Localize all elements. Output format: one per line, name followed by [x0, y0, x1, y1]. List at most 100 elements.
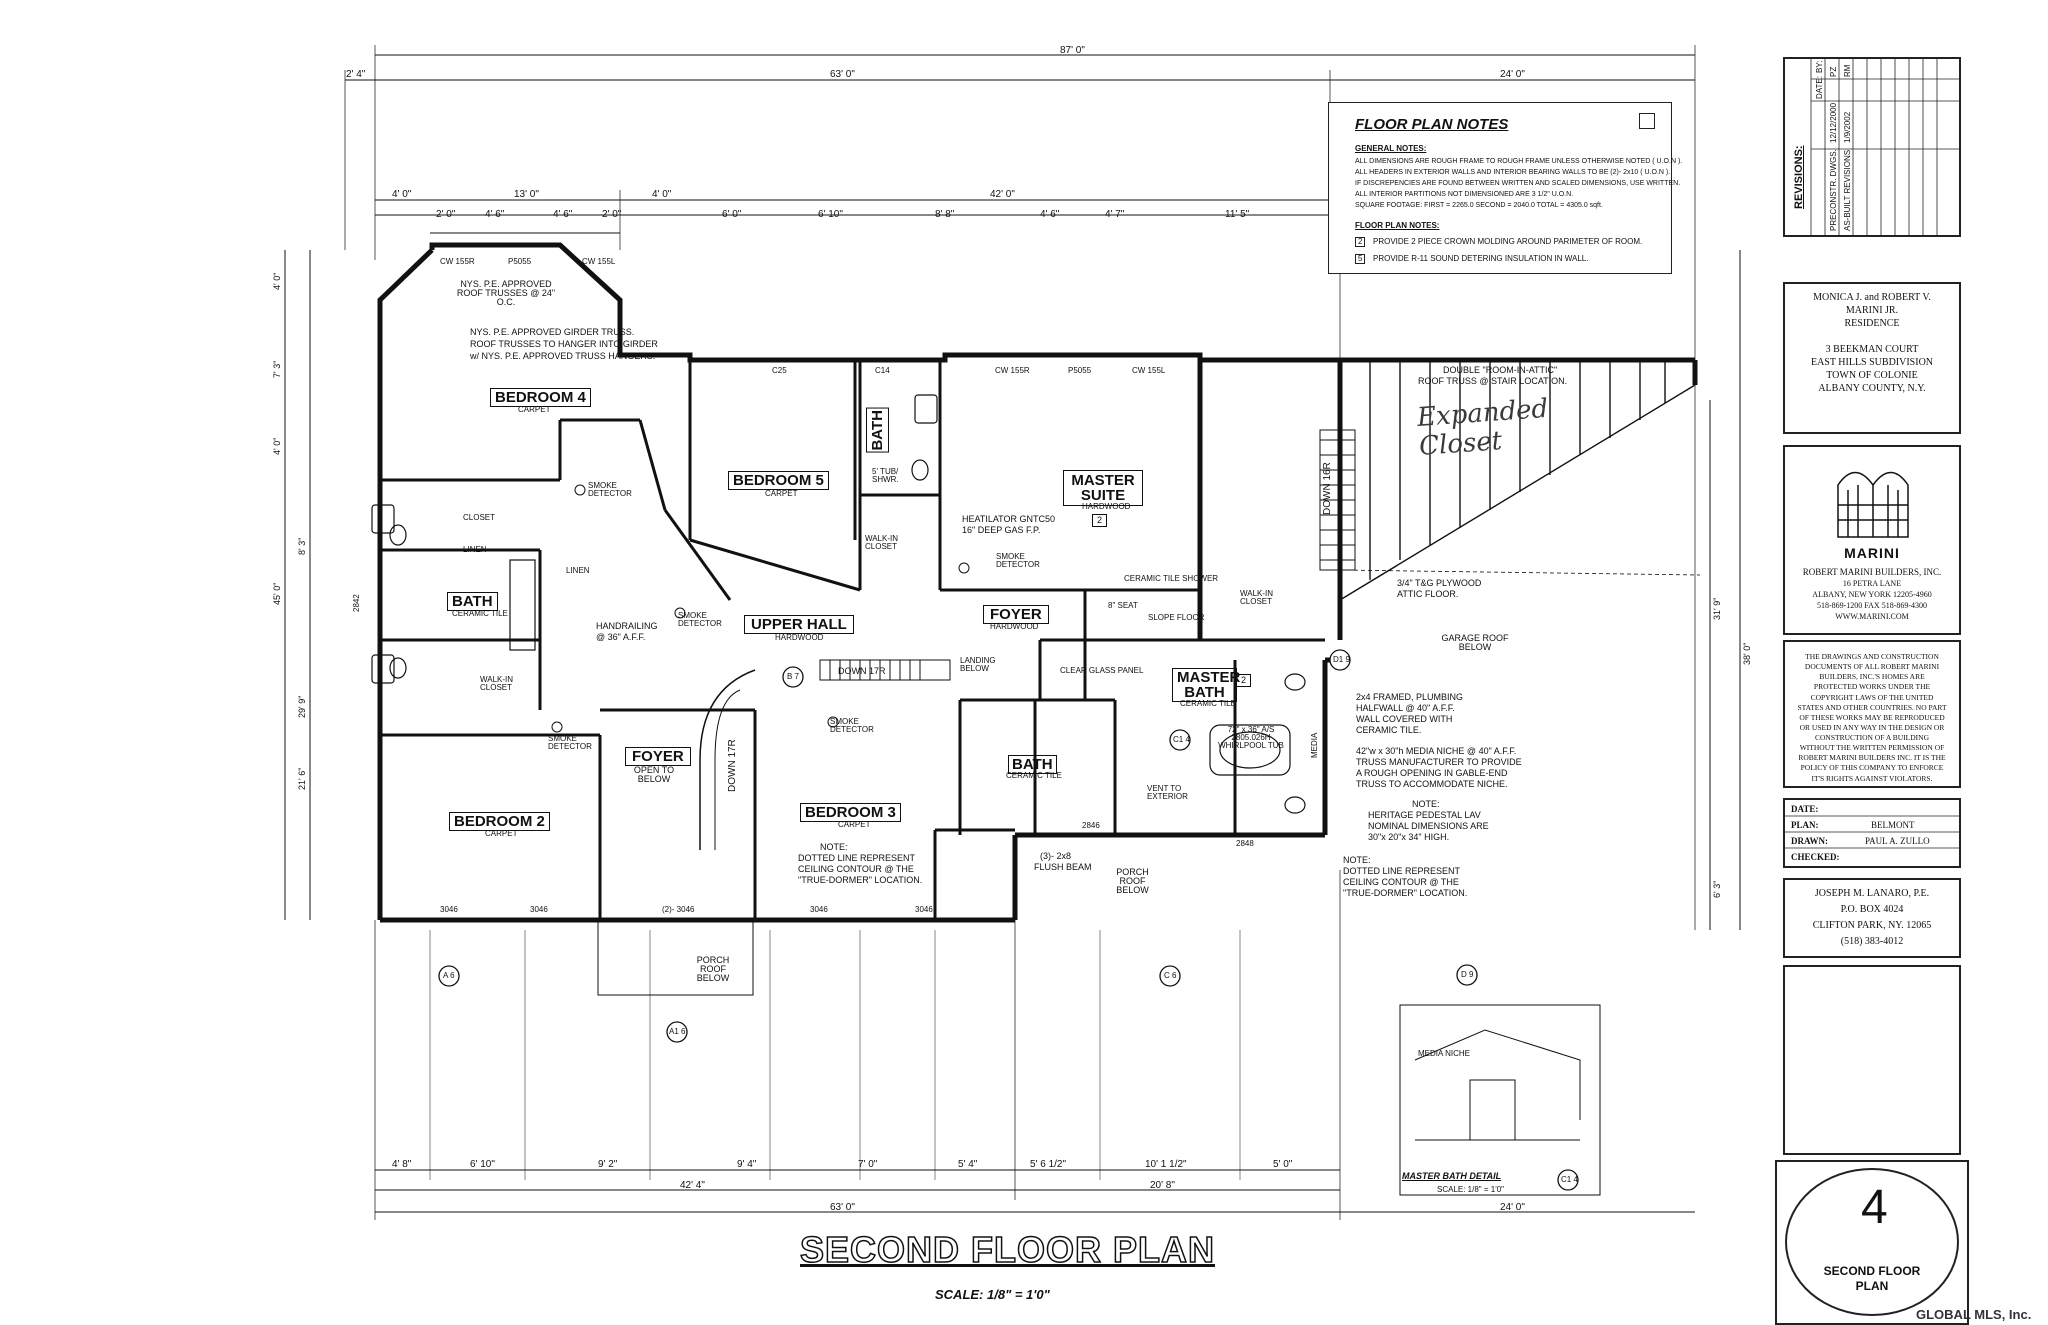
dim-left: 21' 6": [297, 767, 307, 790]
dim-right: 31' 9": [1712, 597, 1722, 620]
general-note-item: ALL HEADERS IN EXTERIOR WALLS AND INTERI…: [1355, 169, 1671, 176]
general-note-item: ALL DIMENSIONS ARE ROUGH FRAME TO ROUGH …: [1355, 158, 1683, 165]
tub-shower-label: 5' TUB/ SHWR.: [872, 467, 899, 484]
window-tag: CW 155L: [1132, 366, 1166, 375]
flush-beam-note: (3)- 2x8: [1040, 851, 1072, 861]
dim-24: 24' 0": [1500, 69, 1525, 80]
dim-bottom: 6' 10": [470, 1159, 495, 1170]
dim-row3: 4' 6": [553, 209, 573, 220]
lav-note: HERITAGE PEDESTAL LAV: [1368, 810, 1481, 820]
plan-info-panel: DATE: PLAN: BELMONT DRAWN: PAUL A. ZULLO…: [1783, 798, 1961, 868]
floor-master-suite: HARDWOOD: [1082, 502, 1131, 511]
smoke-detector-label: SMOKE DETECTOR: [830, 717, 874, 734]
flush-beam-note: FLUSH BEAM: [1034, 862, 1092, 872]
window-tag: P5055: [508, 257, 532, 266]
dim-bottom: 24' 0": [1500, 1202, 1525, 1213]
engineer-panel: JOSEPH M. LANARO, P.E. P.O. BOX 4024 CLI…: [1783, 878, 1961, 958]
floor-bath-left: CERAMIC TILE: [452, 609, 508, 618]
dim-overall-width: 87' 0": [1060, 45, 1085, 56]
section-marker: C1 4: [1173, 735, 1190, 744]
window-tag: 3046: [915, 905, 933, 914]
room-master-suite: MASTER SUITE: [1063, 470, 1143, 506]
dim-row2: 13' 0": [514, 189, 539, 200]
slope-floor-label: SLOPE FLOOR: [1148, 613, 1205, 622]
dim-bottom: 63' 0": [830, 1202, 855, 1213]
walkin-closet-label: WALK-IN CLOSET: [865, 534, 899, 551]
sheet-title-line: PLAN: [1855, 1279, 1889, 1293]
blank-panel: [1783, 965, 1961, 1155]
walkin-closet-label: WALK-IN CLOSET: [480, 675, 514, 692]
section-marker: C 6: [1164, 971, 1177, 980]
room-bedroom4: BEDROOM 4: [490, 388, 591, 407]
residence-line: MONICA J. and ROBERT V.: [1813, 292, 1931, 303]
sheet-number: 4: [1861, 1181, 1888, 1234]
window-tag: 3046: [530, 905, 548, 914]
dim-left: 8' 3": [297, 537, 307, 555]
info-label: CHECKED:: [1791, 852, 1840, 862]
dim-offset: 2' 4": [346, 69, 366, 80]
dim-right: 38' 0": [1742, 642, 1752, 665]
dim-bottom: 4' 8": [392, 1159, 412, 1170]
dim-bottom: 7' 0": [858, 1159, 878, 1170]
section-marker: B 7: [787, 672, 800, 681]
residence-line: MARINI JR.: [1845, 305, 1899, 316]
master-bath-detail-title: MASTER BATH DETAIL: [1402, 1171, 1502, 1181]
heatilator-label: HEATILATOR GNTC50: [962, 514, 1056, 524]
floor-bedroom2: CARPET: [485, 829, 518, 838]
window-tag: 2848: [1236, 839, 1254, 848]
engineer-line: (518) 383-4012: [1840, 936, 1904, 947]
porch-roof-note: PORCH ROOF BELOW: [696, 955, 730, 983]
general-notes-heading: GENERAL NOTES:: [1355, 144, 1427, 153]
copyright-panel: THE DRAWINGS AND CONSTRUCTION DOCUMENTS …: [1783, 640, 1961, 788]
halfwall-note: HALFWALL @ 40" A.F.F.: [1356, 703, 1455, 713]
engineer-line: JOSEPH M. LANARO, P.E.: [1814, 888, 1930, 899]
dim-right: 6' 3": [1712, 880, 1722, 898]
window-tag: C25: [772, 366, 787, 375]
company-line: 16 PETRA LANE: [1842, 579, 1902, 588]
dim-row3: 4' 6": [485, 209, 505, 220]
residence-line: 3 BEEKMAN COURT: [1825, 344, 1919, 355]
dim-bottom: 42' 4": [680, 1180, 705, 1191]
copyright-text: THE DRAWINGS AND CONSTRUCTION DOCUMENTS …: [1797, 652, 1947, 783]
dim-row2: 4' 7": [1105, 209, 1125, 220]
shower-label: CERAMIC TILE SHOWER: [1124, 574, 1219, 583]
whirlpool-label: 72" x 36" A/S 2805.026H WHIRLPOOL TUB: [1218, 725, 1284, 750]
plywood-note: 3/4" T&G PLYWOOD: [1397, 578, 1482, 588]
room-bath-upper: BATH: [866, 408, 889, 453]
glass-panel-label: CLEAR GLASS PANEL: [1060, 666, 1144, 675]
sheet-title: SECOND FLOOR PLAN: [799, 1229, 1216, 1270]
dotted-line-note: CEILING CONTOUR @ THE: [798, 864, 914, 874]
sheet-circle: [1785, 1168, 1959, 1316]
dim-row2: 4' 6": [1040, 209, 1060, 220]
dim-bottom: 10' 1 1/2": [1145, 1159, 1187, 1170]
foyer-open-note: OPEN TO BELOW: [633, 765, 675, 784]
floor-master-bath: CERAMIC TILE: [1180, 699, 1236, 708]
dotted-line-note: CEILING CONTOUR @ THE: [1343, 877, 1459, 887]
landing-label: LANDING BELOW: [960, 656, 996, 673]
double-roof-note: ROOF TRUSS @ STAIR LOCATION.: [1418, 376, 1568, 386]
floor-bedroom5: CARPET: [765, 489, 798, 498]
window-tag: 2846: [1082, 821, 1100, 830]
info-label: DATE:: [1791, 804, 1819, 814]
company-line: ROBERT MARINI BUILDERS, INC.: [1802, 567, 1942, 577]
room-foyer-upper: FOYER: [983, 605, 1049, 624]
room-bath-left: BATH: [447, 592, 498, 611]
dim-row3: 2' 0": [602, 209, 622, 220]
room-master-bath: MASTER BATH: [1172, 668, 1240, 702]
note-heading: NOTE:: [820, 842, 848, 852]
porch-roof-note: PORCH ROOF BELOW: [1116, 867, 1149, 895]
window-tag: CW 155R: [995, 366, 1030, 375]
dim-bottom: 5' 6 1/2": [1030, 1159, 1067, 1170]
floor-plan-notes-panel: FLOOR PLAN NOTES GENERAL NOTES: ALL DIME…: [1328, 102, 1682, 274]
room-foyer-open: FOYER: [625, 747, 691, 766]
roof-truss-note: NYS. P.E. APPROVED ROOF TRUSSES @ 24" O.…: [456, 279, 556, 307]
room-bedroom3: BEDROOM 3: [800, 803, 901, 822]
linen-label: LINEN: [566, 566, 590, 575]
dim-bottom: 9' 2": [598, 1159, 618, 1170]
handrail-label: HANDRAILING: [596, 621, 658, 631]
smoke-detector-label: SMOKE DETECTOR: [588, 481, 632, 498]
company-line: ALBANY, NEW YORK 12205-4960: [1812, 590, 1932, 599]
room-bath-small: BATH: [1008, 755, 1057, 774]
stair-down-label: DOWN 17R: [727, 739, 738, 792]
dim-bottom: 5' 0": [1273, 1159, 1293, 1170]
